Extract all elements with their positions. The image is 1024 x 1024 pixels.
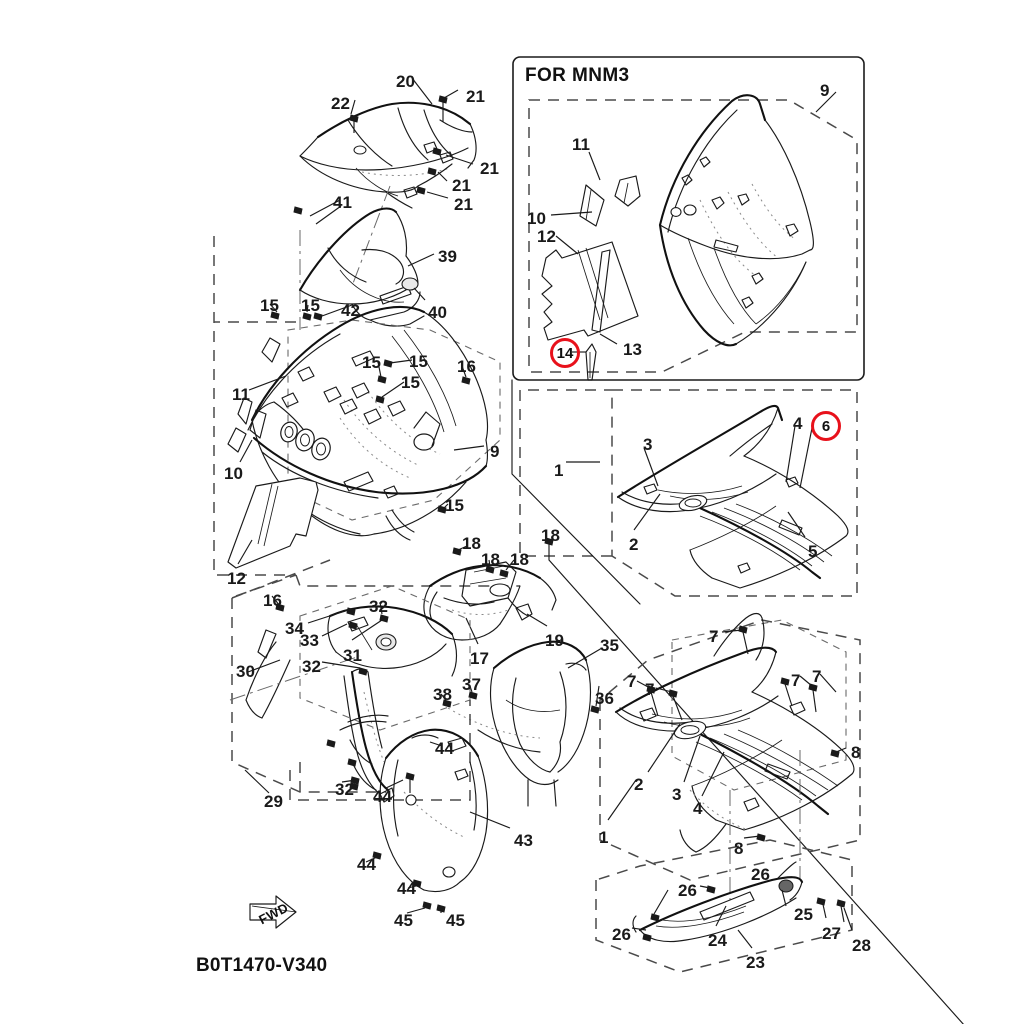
callout-label: 39	[438, 247, 457, 266]
callout-label: 11	[232, 385, 250, 404]
callout-label: 44	[397, 879, 416, 898]
highlighted-callout-6[interactable]: 6	[811, 411, 841, 441]
callout-label: 15	[260, 296, 279, 315]
callout-label: 9	[490, 442, 500, 461]
callout-label: 4	[793, 414, 803, 433]
callout-label: 25	[794, 905, 813, 924]
callout-label: 15	[362, 353, 381, 372]
callout-label: 12	[227, 569, 246, 588]
callout-label: 12	[537, 227, 556, 246]
callout-label: 42	[341, 301, 360, 320]
callout-label: 7	[709, 627, 719, 646]
callout-label: 19	[545, 631, 564, 650]
callout-label: 28	[852, 936, 871, 955]
part-number-label: B0T1470-V340	[196, 955, 328, 976]
callout-label: 1	[554, 461, 564, 480]
callout-label: 21	[454, 195, 473, 214]
callout-label: 13	[623, 340, 642, 359]
callout-label: 21	[466, 87, 485, 106]
callout-label: 31	[343, 646, 362, 665]
callout-label: 10	[527, 209, 546, 228]
callout-label: 41	[333, 193, 352, 212]
callout-label: 16	[263, 591, 282, 610]
callout-label: 8	[734, 839, 744, 858]
callout-label: 3	[672, 785, 682, 804]
variant-box-title: FOR MNM3	[525, 65, 630, 86]
callout-label: 5	[808, 542, 818, 561]
callout-label: 32	[335, 780, 354, 799]
callout-label: 16	[457, 357, 476, 376]
callout-label: 18	[510, 550, 529, 569]
callout-label: 43	[514, 831, 533, 850]
callout-label: 32	[369, 597, 388, 616]
callout-label: 26	[612, 925, 631, 944]
callout-label: 34	[285, 619, 304, 638]
callout-label: 21	[480, 159, 499, 178]
callout-label: 45	[446, 911, 465, 930]
callout-label: 33	[300, 631, 319, 650]
callout-label: 10	[224, 464, 243, 483]
callout-label: 15	[409, 352, 428, 371]
callout-label: 32	[302, 657, 321, 676]
callout-label: 15	[401, 373, 420, 392]
callout-label: 7	[627, 672, 637, 691]
callout-label: 26	[678, 881, 697, 900]
callout-label: 18	[481, 550, 500, 569]
callout-label: 27	[822, 924, 841, 943]
callout-label: 15	[445, 496, 464, 515]
callout-label: 1	[599, 828, 609, 847]
callout-label: 44	[357, 855, 376, 874]
callout-label: 20	[396, 72, 415, 91]
callout-label: 3	[643, 435, 653, 454]
callout-label: 18	[541, 526, 560, 545]
callout-label: 35	[600, 636, 619, 655]
callout-label: 2	[629, 535, 639, 554]
callout-label: 44	[373, 787, 392, 806]
callout-label: 7	[645, 680, 655, 699]
callout-label: 21	[452, 176, 471, 195]
callout-label: 26	[751, 865, 770, 884]
callout-label: 15	[301, 296, 320, 315]
callout-label: 40	[428, 303, 447, 322]
callout-label: 7	[791, 671, 801, 690]
callout-label: 7	[812, 667, 822, 686]
callout-label: 18	[462, 534, 481, 553]
callout-label: 11	[572, 135, 590, 154]
highlighted-callout-14[interactable]: 14	[550, 338, 580, 368]
callout-label: 24	[708, 931, 727, 950]
callout-label: 23	[746, 953, 765, 972]
callout-label: 29	[264, 792, 283, 811]
callout-label: 36	[595, 689, 614, 708]
callout-label: 4	[693, 799, 703, 818]
callout-label: 2	[634, 775, 644, 794]
callout-label: 8	[851, 743, 861, 762]
callout-label: 37	[462, 675, 481, 694]
callout-label: 44	[435, 739, 454, 758]
callout-label: 45	[394, 911, 413, 930]
callout-label: 9	[820, 81, 830, 100]
callout-label: 22	[331, 94, 350, 113]
callout-label: 30	[236, 662, 255, 681]
callout-label: 17	[470, 649, 489, 668]
callout-label: 38	[433, 685, 452, 704]
